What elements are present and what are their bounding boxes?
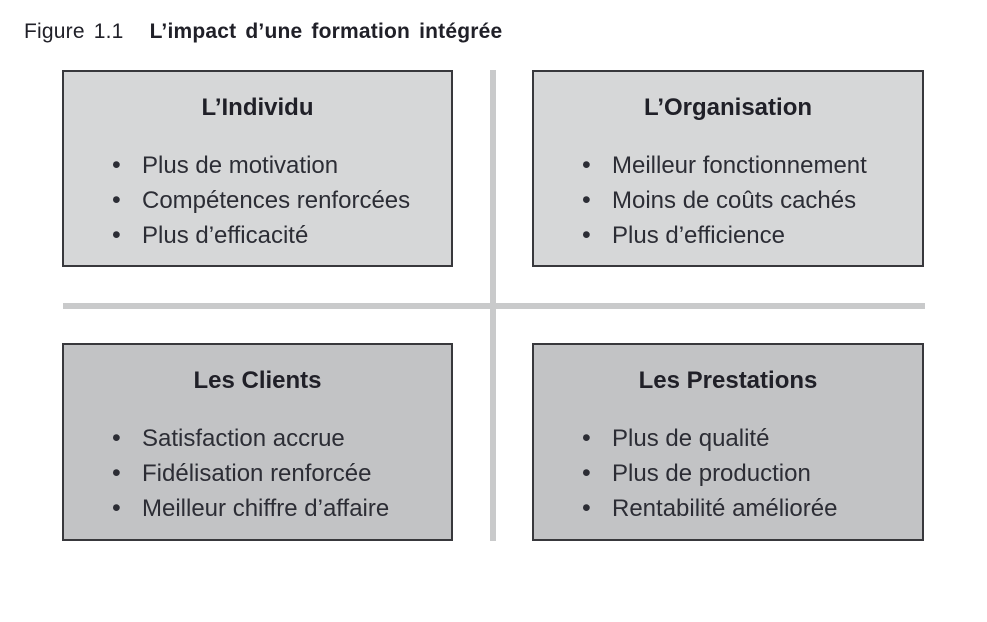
quadrant-title: L’Organisation <box>643 94 813 121</box>
divider-horizontal <box>63 303 925 309</box>
item-label: Fidélisation renforcée <box>142 460 372 487</box>
item-label: Plus de qualité <box>612 425 770 452</box>
list-item: • Plus de motivation <box>112 148 441 183</box>
bullet-icon: • <box>112 151 121 179</box>
list-item: • Rentabilité améliorée <box>582 491 912 526</box>
bullet-list: • Plus de motivation • Compétences renforc… <box>64 148 451 253</box>
bullet-list: • Plus de qualité • Plus de production • Re… <box>534 421 922 526</box>
item-label: Moins de coûts cachés <box>612 187 857 214</box>
item-label: Compétences renforcées <box>142 187 411 214</box>
bullet-icon: • <box>582 186 591 214</box>
quadrant-organisation: L’Organisation • Meilleur fonctionnement … <box>532 70 924 267</box>
bullet-list: • Meilleur fonctionnement • Moins de coûts… <box>534 148 922 253</box>
list-item: • Plus de qualité <box>582 421 912 456</box>
figure-title: L’impact d’une formation intégrée <box>149 20 503 43</box>
list-item: • Plus d’efficience <box>582 218 912 253</box>
item-label: Plus d’efficacité <box>142 222 309 249</box>
list-item: • Moins de coûts cachés <box>582 183 912 218</box>
bullet-icon: • <box>582 151 591 179</box>
list-item: • Fidélisation renforcée <box>112 456 441 491</box>
list-item: • Plus d’efficacité <box>112 218 441 253</box>
bullet-icon: • <box>582 494 591 522</box>
item-label: Plus de motivation <box>142 152 339 179</box>
quadrant-title: Les Prestations <box>638 367 818 394</box>
item-label: Satisfaction accrue <box>142 425 345 452</box>
item-label: Plus d’efficience <box>612 222 785 249</box>
quadrant-prestations: Les Prestations • Plus de qualité • Plus d… <box>532 343 924 541</box>
list-item: • Meilleur chiffre d’affaire <box>112 491 441 526</box>
list-item: • Meilleur fonctionnement <box>582 148 912 183</box>
quadrant-clients: Les Clients • Satisfaction accrue • Fidéli… <box>62 343 453 541</box>
list-item: • Plus de production <box>582 456 912 491</box>
bullet-icon: • <box>112 221 121 249</box>
bullet-icon: • <box>582 459 591 487</box>
figure-label: Figure 1.1 <box>24 20 124 43</box>
bullet-icon: • <box>112 186 121 214</box>
list-item: • Satisfaction accrue <box>112 421 441 456</box>
quadrant-title: Les Clients <box>193 367 322 394</box>
quadrant-individu: L’Individu • Plus de motivation • Compéten… <box>62 70 453 267</box>
figure-caption: Figure 1.1 L’impact d’une formation intég… <box>24 20 502 44</box>
bullet-icon: • <box>582 221 591 249</box>
bullet-icon: • <box>582 424 591 452</box>
bullet-icon: • <box>112 494 121 522</box>
quadrant-title: L’Individu <box>201 94 314 121</box>
item-label: Meilleur chiffre d’affaire <box>142 495 390 522</box>
bullet-list: • Satisfaction accrue • Fidélisation renfo… <box>64 421 451 526</box>
bullet-icon: • <box>112 459 121 487</box>
item-label: Plus de production <box>612 460 811 487</box>
item-label: Rentabilité améliorée <box>612 495 838 522</box>
list-item: • Compétences renforcées <box>112 183 441 218</box>
bullet-icon: • <box>112 424 121 452</box>
item-label: Meilleur fonctionnement <box>612 152 867 179</box>
